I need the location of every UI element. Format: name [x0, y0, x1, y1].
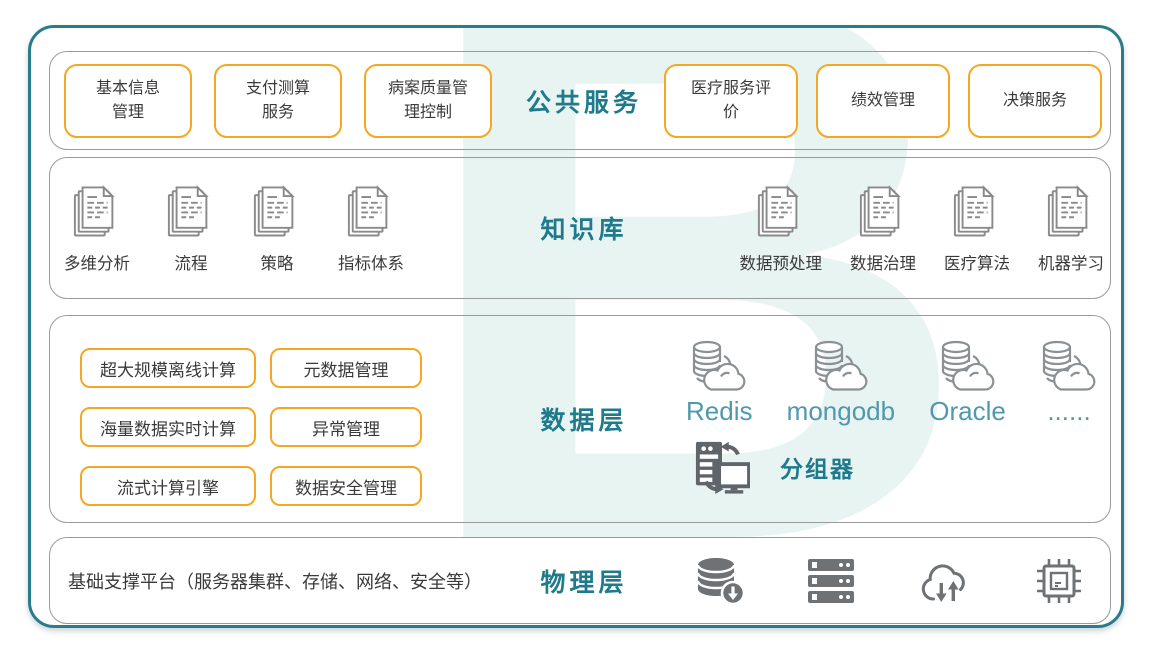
- knowledge-item-label: 机器学习: [1038, 255, 1104, 273]
- data-box-metadata: 元数据管理: [270, 348, 422, 388]
- knowledge-item-label: 多维分析: [64, 255, 130, 273]
- knowledge-item-label: 策略: [260, 255, 294, 273]
- layer-label-physical: 物理层: [540, 568, 628, 597]
- database-label: Oracle: [929, 396, 1006, 426]
- database-label: ......: [1047, 396, 1091, 426]
- data-box-security: 数据安全管理: [270, 466, 422, 506]
- knowledge-item-medical-algo: 医疗算法: [944, 182, 1010, 274]
- knowledge-item-multidim: 多维分析: [64, 182, 130, 274]
- outer-frame: B 基本信息 管理 支付测算 服务 病案质量管 理控制 公共服务 医疗服务评 价…: [28, 25, 1124, 628]
- document-stack-icon: [756, 182, 806, 239]
- knowledge-item-label: 医疗算法: [944, 255, 1010, 273]
- database-row: Redis mongodb Oracle ......: [686, 340, 1098, 427]
- knowledge-left-group: 多维分析 流程 策略 指标体系: [64, 158, 404, 298]
- grouper-row: 分组器: [686, 439, 1098, 495]
- cpu-chip-icon: [1034, 556, 1084, 606]
- database-area: Redis mongodb Oracle ......: [686, 340, 1098, 495]
- knowledge-right-group: 数据预处理 数据治理 医疗算法 机器学习: [739, 158, 1104, 298]
- cloud-transfer-icon: [917, 558, 973, 604]
- service-box-basic-info: 基本信息 管理: [64, 63, 192, 138]
- public-services-left-group: 基本信息 管理 支付测算 服务 病案质量管 理控制: [64, 52, 492, 149]
- knowledge-item-label: 数据预处理: [739, 255, 823, 273]
- database-download-icon: [694, 556, 746, 606]
- database-item-oracle: Oracle: [929, 340, 1006, 427]
- knowledge-item-process: 流程: [166, 182, 216, 274]
- grouper-label: 分组器: [780, 456, 855, 482]
- service-box-performance: 绩效管理: [816, 63, 950, 138]
- layer-physical: 基础支撑平台（服务器集群、存储、网络、安全等） 物理层: [49, 537, 1111, 624]
- database-label: mongodb: [786, 396, 896, 426]
- knowledge-item-governance: 数据治理: [850, 182, 916, 274]
- document-stack-icon: [346, 182, 396, 239]
- physical-icons-row: [694, 538, 1084, 623]
- service-box-decision: 决策服务: [968, 63, 1102, 138]
- server-monitor-sync-icon: [694, 439, 750, 495]
- data-capability-grid: 超大规模离线计算 元数据管理 海量数据实时计算 异常管理 流式计算引擎 数据安全…: [80, 348, 422, 506]
- knowledge-item-preprocess: 数据预处理: [739, 182, 823, 274]
- database-cloud-icon: [812, 340, 870, 392]
- data-box-exception: 异常管理: [270, 407, 422, 447]
- knowledge-item-label: 流程: [174, 255, 208, 273]
- database-item-redis: Redis: [686, 340, 752, 427]
- public-services-right-group: 医疗服务评 价 绩效管理 决策服务: [664, 52, 1102, 149]
- database-cloud-icon: [939, 340, 997, 392]
- layer-data: 超大规模离线计算 元数据管理 海量数据实时计算 异常管理 流式计算引擎 数据安全…: [49, 315, 1111, 523]
- knowledge-item-strategy: 策略: [252, 182, 302, 274]
- document-stack-icon: [166, 182, 216, 239]
- knowledge-item-ml: 机器学习: [1038, 182, 1104, 274]
- server-rack-icon: [807, 558, 855, 604]
- service-box-payment-calc: 支付测算 服务: [214, 63, 342, 138]
- service-box-medical-eval: 医疗服务评 价: [664, 63, 798, 138]
- document-stack-icon: [252, 182, 302, 239]
- document-stack-icon: [72, 182, 122, 239]
- database-label: Redis: [686, 396, 753, 426]
- knowledge-item-label: 数据治理: [850, 255, 916, 273]
- document-stack-icon: [952, 182, 1002, 239]
- knowledge-item-indicator: 指标体系: [338, 182, 404, 274]
- database-item-more: ......: [1040, 340, 1098, 427]
- database-cloud-icon: [1040, 340, 1098, 392]
- document-stack-icon: [1046, 182, 1096, 239]
- database-item-mongodb: mongodb: [787, 340, 895, 427]
- data-box-realtime-compute: 海量数据实时计算: [80, 407, 256, 447]
- layer-label-data: 数据层: [540, 407, 628, 435]
- data-box-offline-compute: 超大规模离线计算: [80, 348, 256, 388]
- platform-text: 基础支撑平台（服务器集群、存储、网络、安全等）: [68, 571, 482, 592]
- layer-label-knowledge-base: 知识库: [540, 216, 628, 244]
- knowledge-item-label: 指标体系: [338, 255, 404, 273]
- service-box-record-quality: 病案质量管 理控制: [364, 63, 492, 138]
- database-cloud-icon: [690, 340, 748, 392]
- document-stack-icon: [858, 182, 908, 239]
- layer-public-services: 基本信息 管理 支付测算 服务 病案质量管 理控制 公共服务 医疗服务评 价 绩…: [49, 51, 1111, 150]
- layer-knowledge-base: 多维分析 流程 策略 指标体系 知识库 数据预处: [49, 157, 1111, 299]
- layer-label-public-services: 公共服务: [525, 88, 642, 117]
- data-box-stream-engine: 流式计算引擎: [80, 466, 256, 506]
